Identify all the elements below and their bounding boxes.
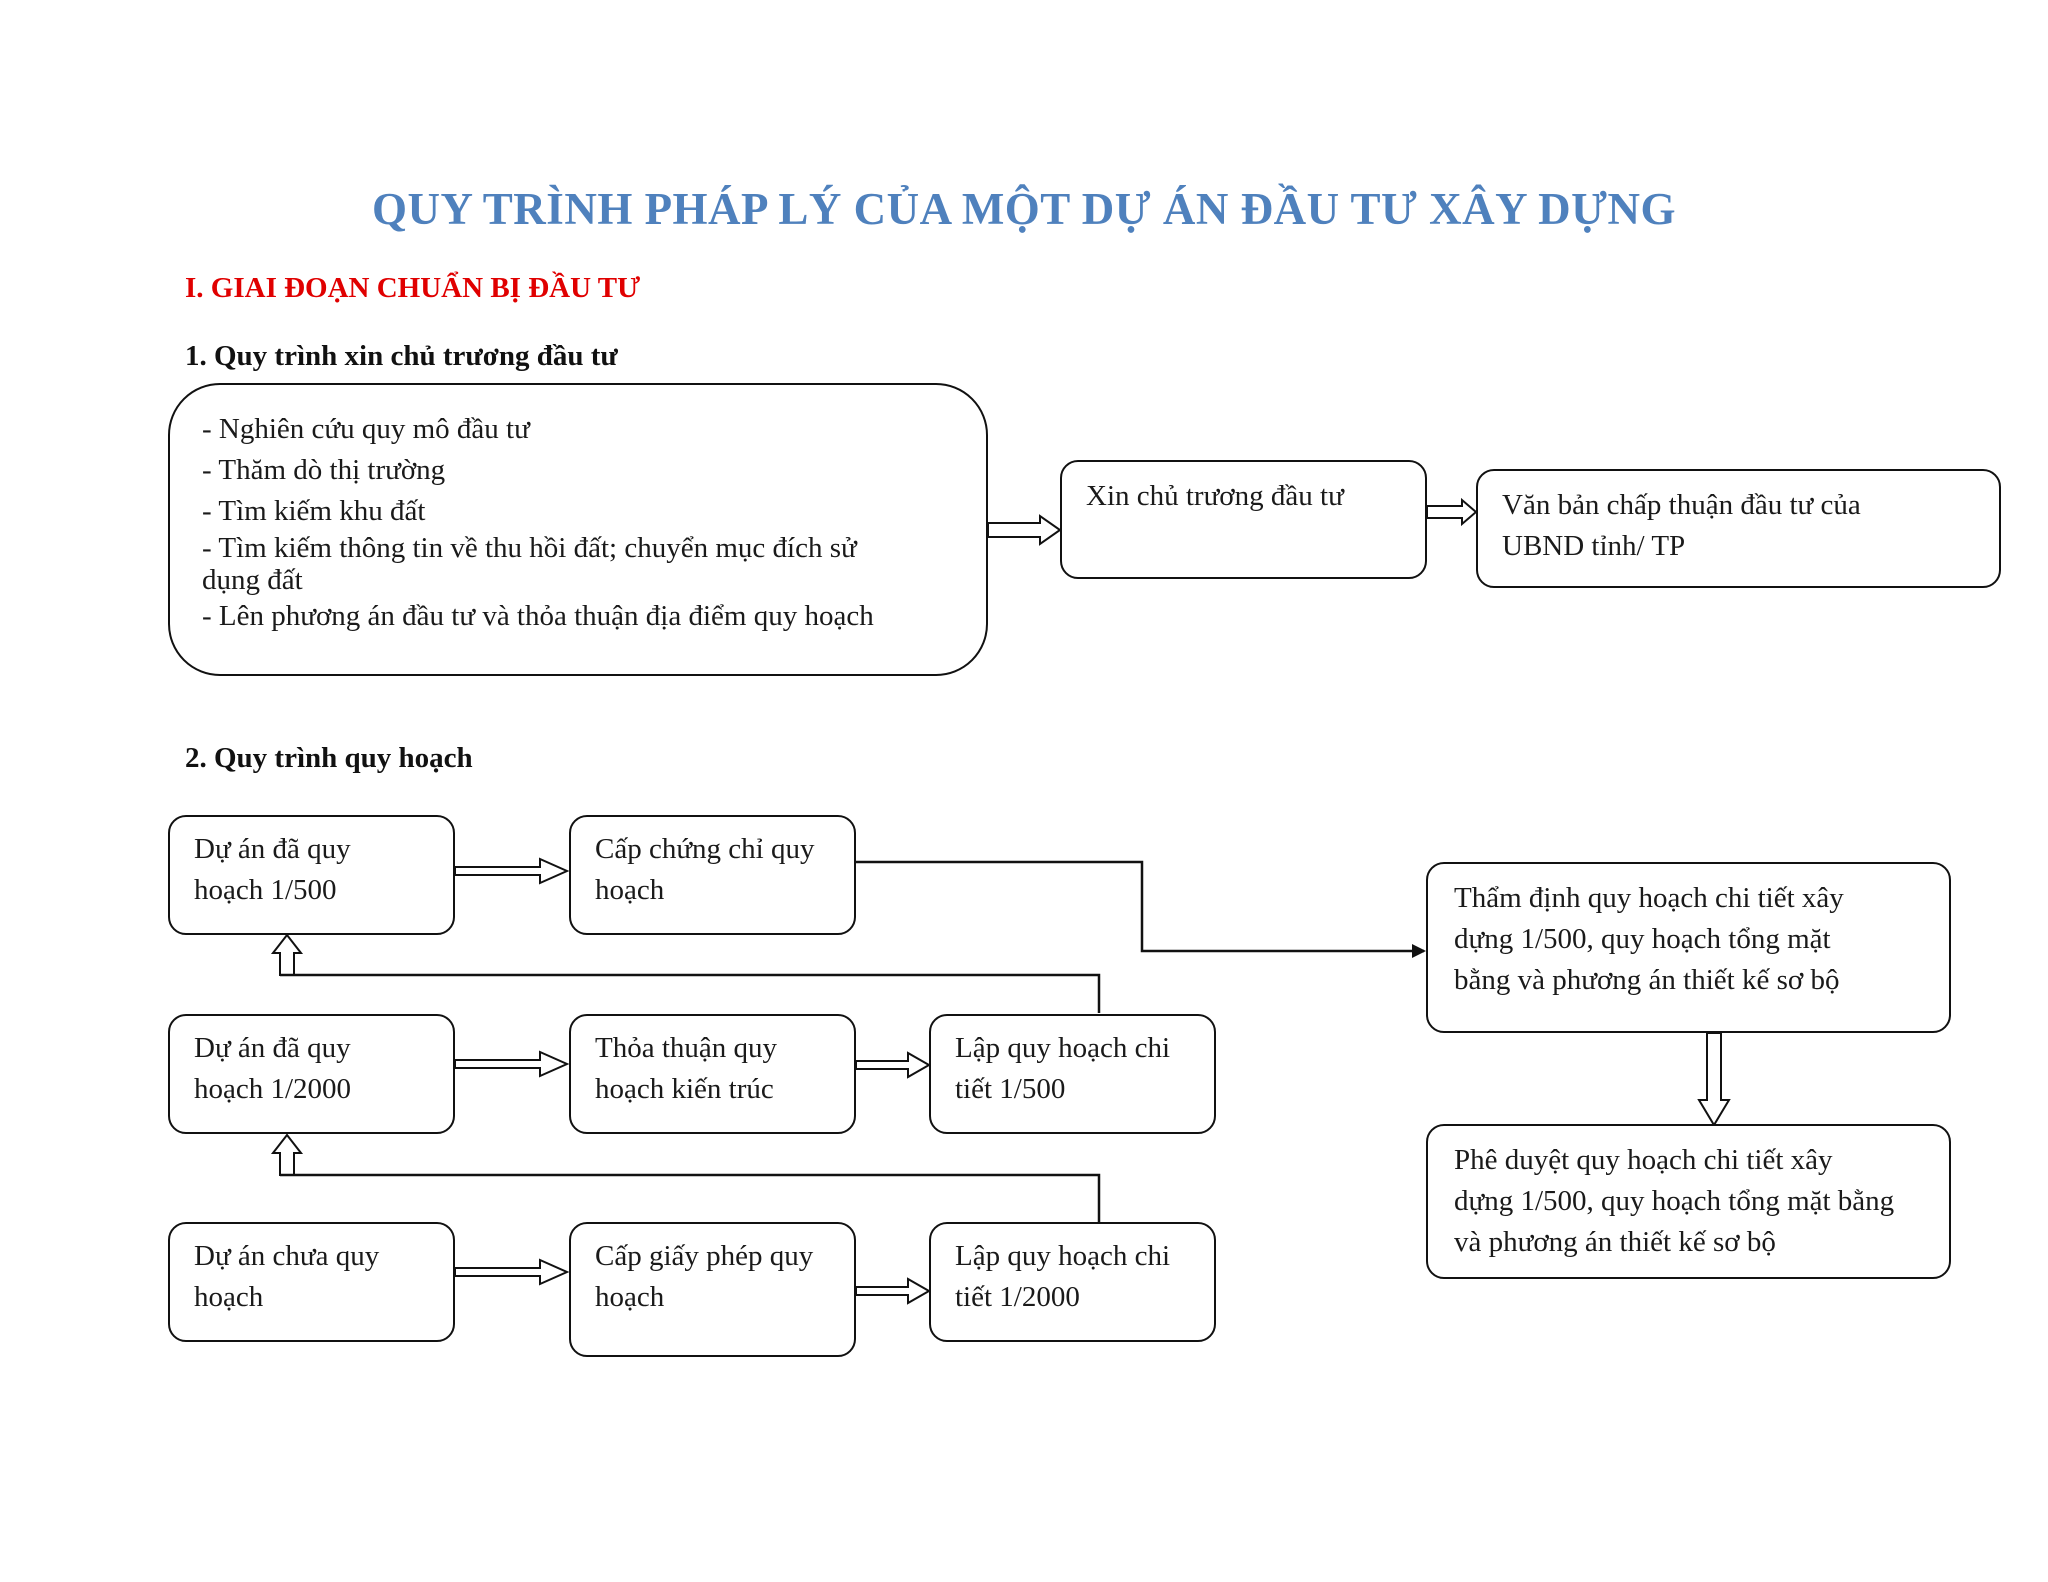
unplanned-line-2: hoạch [194,1281,264,1313]
box-plan-approval: Phê duyệt quy hoạch chi tiết xây dựng 1/… [1426,1124,1951,1279]
subheading-planning: 2. Quy trình quy hoạch [185,742,473,774]
arrow-request-to-approval [1426,497,1478,527]
unplanned-line-1: Dự án chưa quy [194,1240,380,1272]
arrow-2000-to-agreement [454,1050,570,1078]
arrow-unplanned-to-permit [454,1258,570,1286]
box-request-investment-policy: Xin chủ trương đầu tư [1060,460,1427,579]
box-planned-1-2000: Dự án đã quy hoạch 1/2000 [168,1014,455,1134]
section-heading: I. GIAI ĐOẠN CHUẨN BỊ ĐẦU TƯ [185,272,641,304]
box-planning-permit: Cấp giấy phép quy hoạch [569,1222,856,1357]
connector-detail500-to-planned500 [280,973,1101,1013]
box-architecture-agreement: Thỏa thuận quy hoạch kiến trúc [569,1014,856,1134]
research-line-2: - Thăm dò thị trường [202,454,446,486]
box-investment-approval: Văn bản chấp thuận đầu tư của UBND tỉnh/… [1476,469,2001,588]
arrow-up-to-planned2000 [270,1133,304,1176]
permit-line-1: Cấp giấy phép quy [595,1240,814,1272]
box-research-activities: - Nghiên cứu quy mô đầu tư - Thăm dò thị… [168,383,988,676]
detail500-line-2: tiết 1/500 [955,1073,1066,1105]
research-line-4: - Tìm kiếm thông tin về thu hồi đất; chu… [202,532,857,564]
cert-line-1: Cấp chứng chỉ quy [595,833,815,865]
box-planned-1-500: Dự án đã quy hoạch 1/500 [168,815,455,935]
appraisal-line-3: bằng và phương án thiết kế sơ bộ [1454,964,1840,996]
permit-line-2: hoạch [595,1281,665,1313]
agreement-line-2: hoạch kiến trúc [595,1073,774,1105]
connector-detail2000-to-planned2000 [280,1173,1101,1222]
arrow-appraisal-to-approval [1697,1032,1731,1127]
agreement-line-1: Thỏa thuận quy [595,1032,778,1064]
planned2000-line-1: Dự án đã quy [194,1032,351,1064]
detail2000-line-2: tiết 1/2000 [955,1281,1080,1313]
appraisal-line-1: Thẩm định quy hoạch chi tiết xây [1454,882,1844,914]
detail500-line-1: Lập quy hoạch chi [955,1032,1171,1064]
planned2000-line-2: hoạch 1/2000 [194,1073,352,1105]
appraisal-line-2: dựng 1/500, quy hoạch tổng mặt [1454,923,1831,955]
plan-approval-line-3: và phương án thiết kế sơ bộ [1454,1226,1776,1258]
research-line-6: - Lên phương án đầu tư và thỏa thuận địa… [202,600,874,632]
planned500-line-1: Dự án đã quy [194,833,351,865]
approval-line-1: Văn bản chấp thuận đầu tư của [1502,489,1861,521]
cert-line-2: hoạch [595,874,665,906]
research-line-3: - Tìm kiếm khu đất [202,495,426,527]
page-title: QUY TRÌNH PHÁP LÝ CỦA MỘT DỰ ÁN ĐẦU TƯ X… [372,184,1676,234]
arrow-up-to-planned500 [270,933,304,976]
box-appraisal: Thẩm định quy hoạch chi tiết xây dựng 1/… [1426,862,1951,1033]
box-unplanned-project: Dự án chưa quy hoạch [168,1222,455,1342]
arrow-500-to-cert [454,857,570,885]
approval-line-2: UBND tỉnh/ TP [1502,530,1686,562]
box-detail-plan-1-2000: Lập quy hoạch chi tiết 1/2000 [929,1222,1216,1342]
connector-cert-to-appraisal [856,860,1426,958]
arrow-permit-to-detail2000 [855,1277,932,1305]
plan-approval-line-1: Phê duyệt quy hoạch chi tiết xây [1454,1144,1833,1176]
research-line-5: dụng đất [202,564,303,596]
arrow-research-to-request [987,514,1062,546]
request-label: Xin chủ trương đầu tư [1086,480,1344,512]
box-planning-certificate: Cấp chứng chỉ quy hoạch [569,815,856,935]
box-detail-plan-1-500: Lập quy hoạch chi tiết 1/500 [929,1014,1216,1134]
arrow-agreement-to-detail500 [855,1051,932,1079]
detail2000-line-1: Lập quy hoạch chi [955,1240,1171,1272]
plan-approval-line-2: dựng 1/500, quy hoạch tổng mặt bằng [1454,1185,1895,1217]
subheading-investment-policy: 1. Quy trình xin chủ trương đầu tư [185,340,618,372]
research-line-1: - Nghiên cứu quy mô đầu tư [202,413,530,445]
planned500-line-2: hoạch 1/500 [194,874,337,906]
